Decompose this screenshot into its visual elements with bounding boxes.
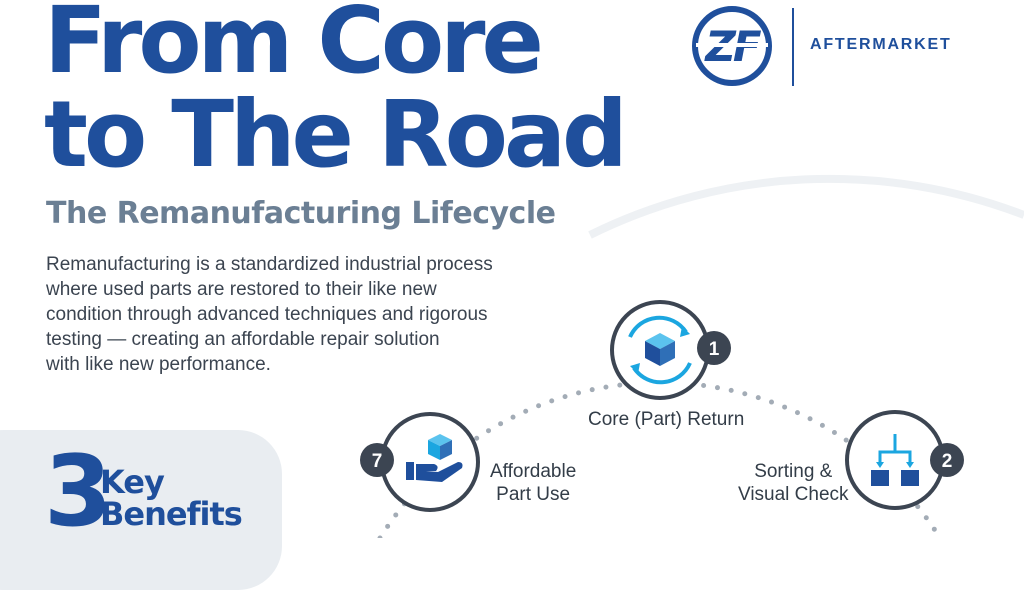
sorting-flow-icon [871, 434, 919, 486]
step-7-number: 7 [372, 451, 383, 472]
step-2-badge [930, 443, 964, 477]
background-arc [588, 174, 1024, 239]
brand-division: AFTERMARKET [810, 36, 952, 53]
intro-line: where used parts are restored to their l… [46, 279, 437, 300]
step-2-label: Sorting & Visual Check [738, 460, 849, 506]
step-1-number: 1 [709, 339, 720, 360]
benefits-heading-line-2: Benefits [100, 495, 243, 533]
step-2-ring [845, 410, 945, 510]
intro-paragraph: Remanufacturing is a standardized indust… [46, 252, 546, 377]
cycle-step-7[interactable]: 7 [360, 412, 480, 512]
step-7-label-line: Affordable [490, 461, 577, 482]
intro-line: condition through advanced techniques an… [46, 304, 488, 325]
step-2-label-line: Sorting & [754, 461, 833, 482]
intro-line: testing — creating an affordable repair … [46, 329, 440, 350]
benefits-heading-line-1: Key [100, 463, 165, 501]
zf-logo-icon: ZF [692, 6, 772, 86]
box-recycle-icon [628, 315, 692, 385]
page-title: From Core to The Road [44, 0, 628, 188]
zf-aftermarket-logo: ZF AFTERMARKET [688, 0, 988, 90]
step-7-label: Affordable Part Use [490, 460, 576, 506]
logo-separator [792, 8, 794, 86]
step-2-label-line: Visual Check [738, 484, 849, 505]
step-7-ring [380, 412, 480, 512]
step-7-label-line: Part Use [496, 484, 571, 505]
step-1-label: Core (Part) Return [588, 408, 744, 431]
intro-line: Remanufacturing is a standardized indust… [46, 254, 493, 275]
hand-box-icon [406, 434, 463, 482]
page-subtitle: The Remanufacturing Lifecycle [46, 196, 556, 231]
benefits-count: 3 [44, 435, 112, 549]
benefits-heading: Key Benefits [100, 463, 243, 533]
cycle-step-2[interactable]: 2 [845, 410, 964, 510]
intro-line: with like new performance. [46, 354, 271, 375]
step-2-number: 2 [942, 451, 953, 472]
step-1-label-line: Core (Part) Return [588, 409, 745, 430]
title-line-1: From Core [44, 0, 544, 94]
title-line-2: to The Road [44, 81, 628, 188]
cycle-step-1[interactable]: 1 [610, 300, 731, 400]
step-7-badge [360, 443, 394, 477]
lifecycle-diagram: 1 2 7 [360, 174, 1024, 538]
step-1-badge [697, 331, 731, 365]
